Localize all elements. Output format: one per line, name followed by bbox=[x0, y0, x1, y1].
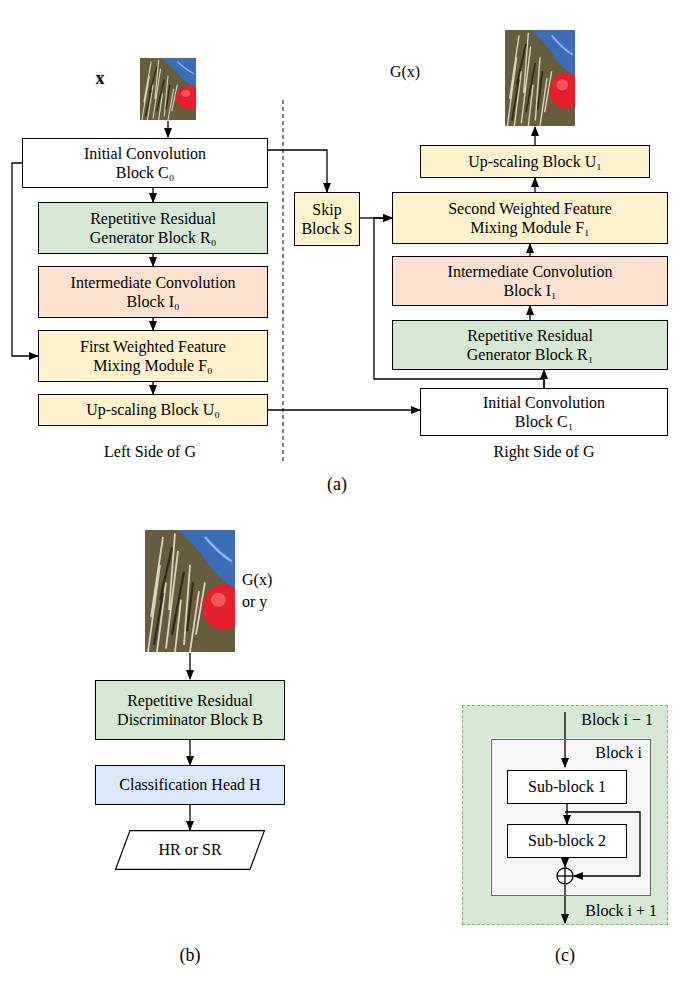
node-text: Intermediate Convolution Block I₀ bbox=[63, 273, 243, 311]
caption-label: (b) bbox=[180, 945, 201, 967]
node-text: Skip Block S bbox=[299, 200, 355, 238]
discriminator-input-image bbox=[145, 530, 244, 652]
node-text: Initial Convolution Block C₀ bbox=[70, 144, 220, 182]
conv-block: Initial Convolution Block C₀ bbox=[22, 138, 268, 188]
connector bbox=[268, 150, 327, 192]
mixing-block: First Weighted Feature Mixing Module F₀ bbox=[38, 330, 268, 382]
upscale-block: Up-scaling Block U₀ bbox=[38, 394, 268, 426]
connector bbox=[152, 188, 153, 202]
node-text: Block i bbox=[595, 743, 642, 762]
connector bbox=[152, 254, 153, 266]
connector bbox=[566, 804, 567, 824]
node-text: Sub-block 2 bbox=[528, 831, 606, 850]
node-text: Block i + 1 bbox=[585, 901, 657, 920]
mixing-block: Second Weighted Feature Mixing Module F₁ bbox=[392, 192, 668, 244]
classification-head: Classification Head H bbox=[95, 765, 285, 805]
caption-label: G(x) bbox=[242, 570, 272, 589]
skip-block: Skip Block S bbox=[294, 192, 360, 246]
node-text: First Weighted Feature Mixing Module F₀ bbox=[71, 337, 236, 375]
node-text: Repetitive Residual Generator Block R₁ bbox=[455, 326, 605, 364]
caption-label: G(x) bbox=[390, 62, 420, 81]
residual-block: Repetitive Residual Discriminator Block … bbox=[95, 680, 285, 740]
caption-label: Right Side of G bbox=[494, 442, 595, 461]
side-divider bbox=[283, 100, 284, 462]
upscale-block: Up-scaling Block U₁ bbox=[420, 145, 650, 178]
conv-block: Intermediate Convolution Block I₁ bbox=[392, 256, 668, 306]
sub-block: Sub-block 2 bbox=[507, 824, 627, 858]
sub-block: Sub-block 1 bbox=[507, 770, 627, 804]
repeat-region-fill bbox=[462, 705, 668, 925]
node-text: Sub-block 1 bbox=[528, 777, 606, 796]
node-text: Second Weighted Feature Mixing Module F₁ bbox=[438, 199, 623, 237]
parallelogram-shape bbox=[116, 831, 265, 870]
connector bbox=[529, 244, 530, 256]
connector bbox=[12, 163, 38, 356]
conv-block: Intermediate Convolution Block I₀ bbox=[38, 266, 268, 318]
residual-block: Repetitive Residual Generator Block R₁ bbox=[392, 320, 668, 370]
connector bbox=[529, 306, 530, 320]
caption-label: Left Side of G bbox=[104, 442, 196, 461]
caption-label: (a) bbox=[327, 474, 347, 496]
conv-block: Initial Convolution Block C₁ bbox=[420, 388, 668, 436]
caption-label: x bbox=[96, 68, 105, 90]
caption-label: or y bbox=[242, 592, 267, 611]
node-text: Intermediate Convolution Block I₁ bbox=[440, 262, 620, 300]
node-text: HR or SR bbox=[158, 840, 221, 859]
connector bbox=[189, 805, 190, 830]
node-text: Up-scaling Block U₁ bbox=[468, 152, 602, 171]
node-text: Block i − 1 bbox=[581, 710, 653, 729]
connector bbox=[189, 740, 190, 765]
output-image bbox=[505, 30, 582, 126]
caption-label: (c) bbox=[555, 945, 575, 967]
node-text: Classification Head H bbox=[119, 775, 260, 794]
node-text: Repetitive Residual Generator Block R₀ bbox=[78, 209, 228, 247]
repeat-region: Block i − 1 Block i + 1 Block i Sub-block 1… bbox=[462, 705, 668, 925]
connector bbox=[152, 382, 153, 394]
residual-wires bbox=[557, 712, 640, 923]
connector bbox=[268, 409, 420, 410]
residual-block: Repetitive Residual Generator Block R₀ bbox=[38, 202, 268, 254]
connector bbox=[534, 178, 535, 192]
output-parallelogram: HR or SR bbox=[115, 830, 265, 870]
residual-block: Block i Sub-block 1 Sub-block 2 bbox=[491, 739, 651, 896]
node-text: Initial Convolution Block C₁ bbox=[469, 393, 619, 431]
block-fill bbox=[490, 738, 650, 895]
node-text: Repetitive Residual Discriminator Block … bbox=[108, 691, 273, 729]
connector bbox=[152, 318, 153, 330]
input-image bbox=[140, 58, 202, 120]
node-text: Up-scaling Block U₀ bbox=[86, 400, 220, 419]
